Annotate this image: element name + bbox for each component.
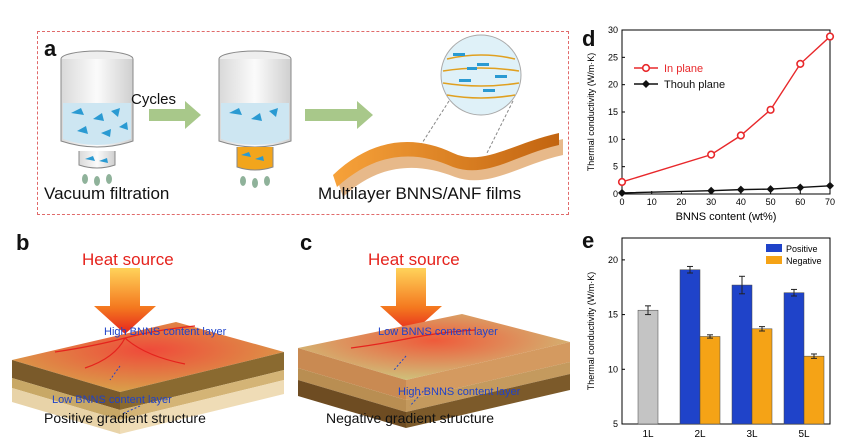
series-line-1 (621, 185, 831, 194)
panel-label-c: c (300, 230, 313, 255)
x-tick-label: 10 (647, 197, 657, 207)
bar (783, 292, 805, 425)
data-point (766, 105, 775, 114)
plot-frame (621, 237, 831, 425)
x-tick-label: 60 (795, 197, 805, 207)
data-point (736, 131, 745, 140)
panel-a-illustration (60, 34, 563, 197)
low-bnns-layer-label-c: Low BNNS content layer (378, 326, 498, 338)
heat-arrow-b (94, 268, 156, 334)
y-axis-label: Thermal conductivity (W/m·K) (586, 53, 596, 172)
positive-gradient-caption: Positive gradient structure (44, 410, 206, 426)
y-tick-label: 5 (613, 419, 618, 429)
x-tick-label: 1L (642, 429, 654, 440)
legend-label-0: Positive (786, 244, 818, 254)
panel-label-e: e (582, 228, 595, 253)
legend-marker-0 (641, 63, 651, 73)
multilayer-film (333, 133, 563, 197)
legend-label-1: Thouh plane (664, 79, 725, 91)
x-tick-label: 0 (619, 197, 624, 207)
y-tick-label: 20 (608, 80, 618, 90)
data-point (707, 186, 716, 195)
x-tick-label: 50 (766, 197, 776, 207)
film-zoom-circle (440, 34, 522, 116)
y-axis-label: Thermal conductivity (W/m·K) (586, 272, 596, 391)
legend-label-0: In plane (664, 63, 703, 75)
negative-gradient-caption: Negative gradient structure (326, 410, 495, 426)
x-tick-label: 3L (746, 429, 758, 440)
x-tick-label: 2L (694, 429, 706, 440)
y-tick-label: 5 (613, 162, 618, 172)
high-bnns-layer-label-b: High BNNS content layer (104, 326, 227, 338)
y-tick-label: 25 (608, 52, 618, 62)
data-point (618, 188, 626, 197)
filter-cup-2 (218, 50, 292, 188)
plot-frame (621, 29, 831, 195)
data-point (617, 177, 627, 187)
data-point (766, 185, 775, 194)
panel-label-d: d (582, 26, 596, 51)
bar (731, 284, 753, 425)
legend-swatch-1 (766, 256, 782, 264)
arrow-cycles (149, 101, 201, 129)
data-point (736, 185, 745, 194)
series-line-0 (621, 36, 831, 183)
bar (637, 309, 659, 425)
multilayer-films-label: Multilayer BNNS/ANF films (318, 184, 522, 203)
bar (679, 269, 701, 425)
panel-b-illustration (12, 268, 284, 434)
x-tick-label: 5L (798, 429, 810, 440)
x-axis-label: BNNS content (wt%) (676, 211, 777, 223)
arrow-to-film (305, 101, 373, 129)
legend-label-1: Negative (786, 256, 822, 266)
bar (699, 336, 721, 425)
x-tick-label: 70 (825, 197, 835, 207)
y-tick-label: 10 (608, 364, 618, 374)
legend-marker-1 (642, 80, 650, 88)
panel-c-illustration (298, 268, 570, 428)
high-bnns-layer-label-c: High BNNS content layer (398, 386, 521, 398)
y-tick-label: 0 (613, 189, 618, 199)
y-tick-label: 15 (608, 310, 618, 320)
heat-source-label-c: Heat source (368, 250, 460, 269)
panel-a-frame (37, 31, 569, 215)
x-tick-label: 20 (676, 197, 686, 207)
x-tick-label: 30 (706, 197, 716, 207)
data-point (825, 32, 835, 41)
panel-label-a: a (44, 36, 57, 61)
y-tick-label: 20 (608, 255, 618, 265)
data-point (707, 150, 716, 159)
data-point (796, 183, 805, 192)
panel-label-b: b (16, 230, 30, 255)
heat-source-label-b: Heat source (82, 250, 174, 269)
y-tick-label: 30 (608, 25, 618, 35)
filter-cup-1 (60, 50, 134, 186)
bar (803, 355, 825, 425)
cycles-label: Cycles (131, 91, 177, 108)
vacuum-filtration-label: Vacuum filtration (44, 184, 170, 203)
bar (751, 328, 773, 425)
data-point (826, 181, 834, 190)
data-point (796, 59, 805, 68)
legend-swatch-0 (766, 244, 782, 252)
y-tick-label: 15 (608, 107, 618, 117)
low-bnns-layer-label-b: Low BNNS content layer (52, 394, 172, 406)
y-tick-label: 10 (608, 134, 618, 144)
heat-arrow-c (380, 268, 442, 334)
x-tick-label: 40 (736, 197, 746, 207)
